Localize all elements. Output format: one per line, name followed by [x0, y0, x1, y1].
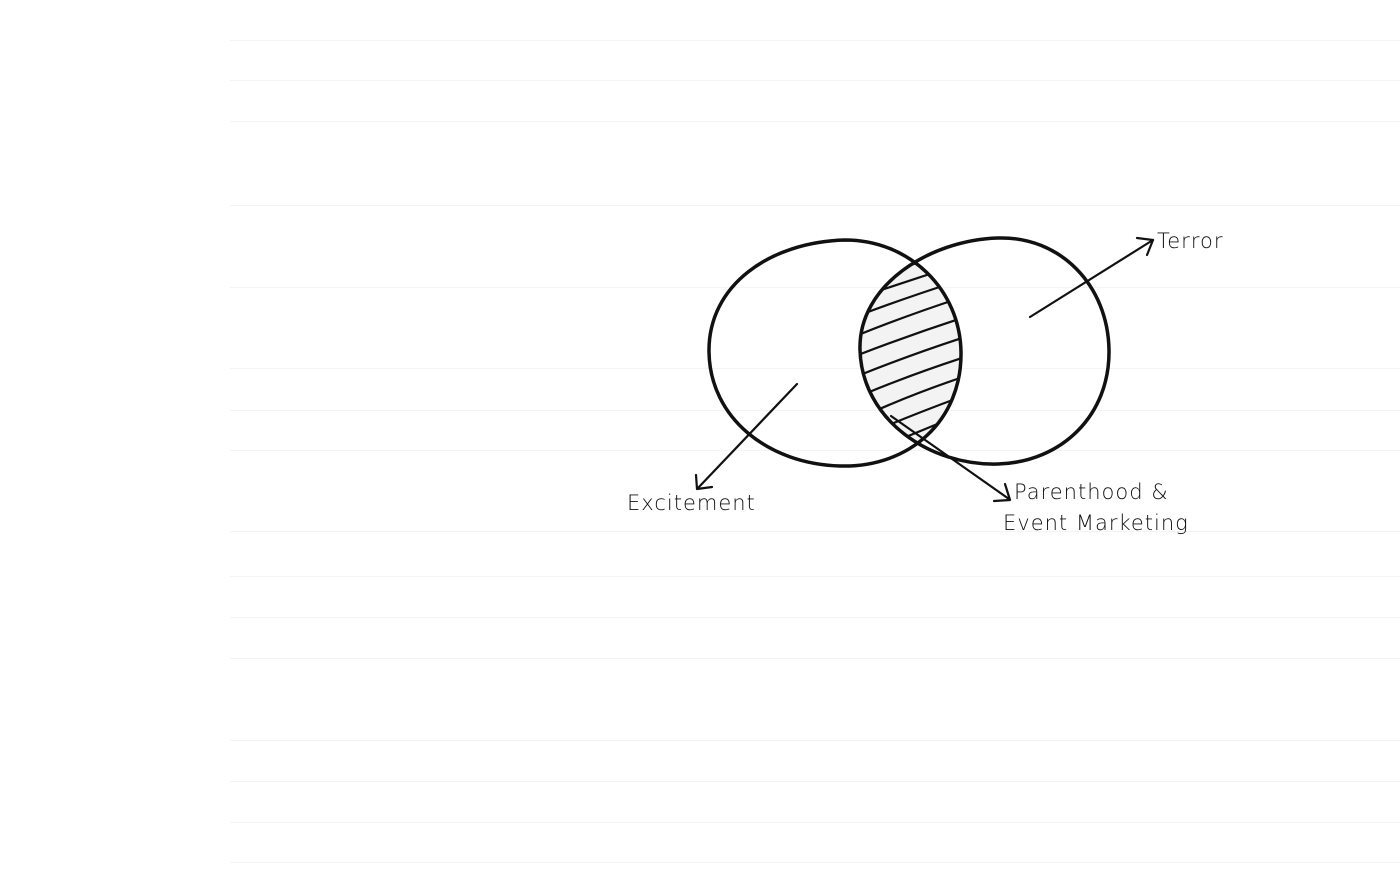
paper-rule [230, 658, 1400, 659]
paper-rule [230, 205, 1400, 206]
paper-rule [230, 80, 1400, 81]
excitement-circle [707, 238, 963, 468]
terror-arrow [1028, 236, 1155, 319]
excitement-arrow [694, 382, 799, 491]
paper-rule [230, 781, 1400, 782]
paper-rule [230, 368, 1400, 369]
paper-rule [230, 740, 1400, 741]
paper-rule [230, 617, 1400, 618]
intersection-label-line1: Parenthood & [1014, 480, 1169, 504]
paper-rule [230, 450, 1400, 451]
excitement-label: Excitement [627, 491, 756, 515]
paper-rule [230, 531, 1400, 532]
terror-label: Terror [1157, 229, 1223, 253]
paper-rule [230, 822, 1400, 823]
paper-rule [230, 576, 1400, 577]
terror-circle [858, 236, 1111, 466]
paper-rule [230, 862, 1400, 863]
paper-rule [230, 410, 1400, 411]
intersection-region [859, 240, 962, 465]
intersection-arrow [889, 414, 1012, 503]
intersection-label-line2: Event Marketing [1003, 511, 1189, 535]
paper-rule [230, 287, 1400, 288]
paper-rule [230, 40, 1400, 41]
paper-rule [230, 121, 1400, 122]
